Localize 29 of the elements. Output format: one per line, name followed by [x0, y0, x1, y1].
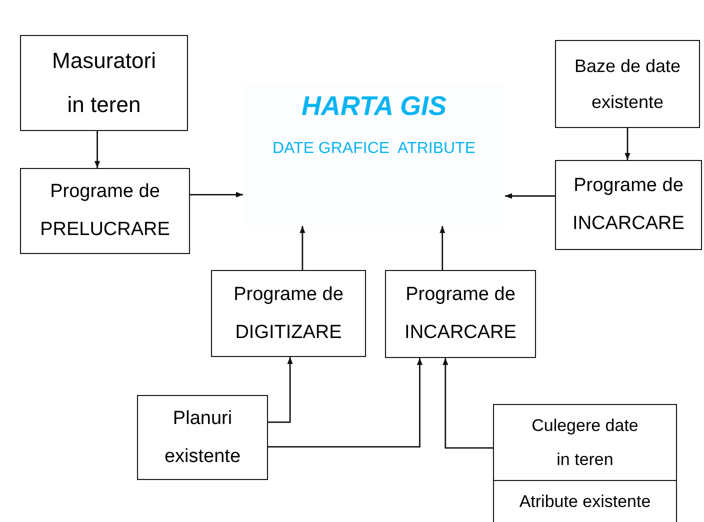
box-label: Programe de INCARCARE: [404, 283, 518, 345]
arrow: [268, 357, 293, 423]
box-label: Baze de date existente: [573, 55, 682, 114]
process-box: [211, 270, 366, 357]
process-box: [555, 40, 700, 128]
box-label: Planuri existente: [163, 406, 242, 468]
process-box: [385, 270, 536, 358]
arrow: [190, 192, 243, 198]
subtitle-text: DATE GRAFICE ATRIBUTE: [272, 140, 476, 158]
arrow: [300, 226, 306, 270]
box-label: Programe de INCARCARE: [572, 174, 686, 236]
arrow: [94, 131, 100, 168]
process-box: [20, 35, 188, 131]
arrow: [624, 128, 630, 160]
box-label: Atribute existente: [519, 491, 651, 513]
process-box: [493, 404, 677, 481]
box-label: Culegere date in teren: [530, 414, 640, 470]
arrow: [505, 193, 555, 199]
arrow: [268, 358, 423, 448]
process-box: [493, 480, 677, 522]
box-label: Masuratori in teren: [51, 47, 157, 119]
process-box: [20, 168, 190, 254]
process-box: [555, 160, 702, 250]
arrow: [442, 358, 493, 449]
box-label: Programe de DIGITIZARE: [232, 282, 344, 344]
title-text: HARTA GIS: [301, 91, 446, 122]
process-box: [137, 395, 268, 480]
box-label: Programe de PRELUCRARE: [39, 180, 171, 242]
arrow: [440, 226, 446, 270]
